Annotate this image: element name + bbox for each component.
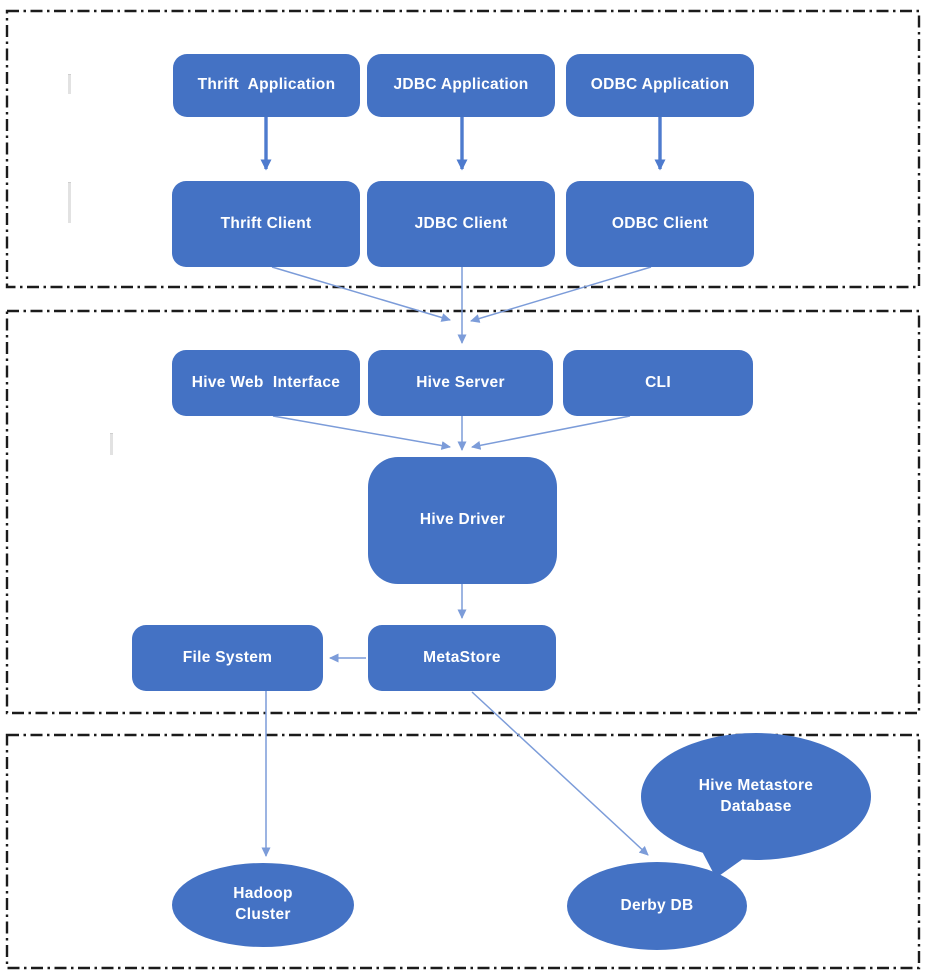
- edge-thrift-client-to-hive-server: [271, 266, 451, 322]
- node-file-system: File System: [132, 625, 323, 691]
- stray-mark: [68, 74, 71, 94]
- node-hive-driver: Hive Driver: [368, 457, 557, 584]
- node-odbc-client: ODBC Client: [566, 181, 754, 267]
- section-borders: [5, 9, 921, 970]
- node-hive-web-interface: Hive Web Interface: [172, 350, 360, 416]
- node-hive-metastore-database: Hive Metastore Database: [641, 733, 871, 860]
- section-storage-layer: [5, 733, 921, 970]
- node-hive-server: Hive Server: [368, 350, 553, 416]
- node-cli: CLI: [563, 350, 753, 416]
- edge-metastore-to-derby-db: [471, 691, 649, 856]
- section-client-layer: [5, 9, 921, 289]
- edge-odbc-client-to-hive-server: [470, 266, 652, 323]
- edge-cli-to-hive-driver: [471, 415, 631, 450]
- node-jdbc-client: JDBC Client: [367, 181, 555, 267]
- node-derby-db: Derby DB: [567, 862, 747, 950]
- node-jdbc-application: JDBC Application: [367, 54, 555, 117]
- node-odbc-application: ODBC Application: [566, 54, 754, 117]
- node-hadoop-cluster: Hadoop Cluster: [172, 863, 354, 947]
- section-hive-layer: [5, 309, 921, 715]
- stray-mark: [110, 433, 113, 455]
- node-thrift-client: Thrift Client: [172, 181, 360, 267]
- thin-arrows: [261, 266, 652, 857]
- edge-hwi-to-hive-driver: [272, 415, 451, 450]
- stray-mark: [68, 182, 71, 223]
- node-thrift-application: Thrift Application: [173, 54, 360, 117]
- thick-arrows: [260, 117, 666, 171]
- node-metastore: MetaStore: [368, 625, 556, 691]
